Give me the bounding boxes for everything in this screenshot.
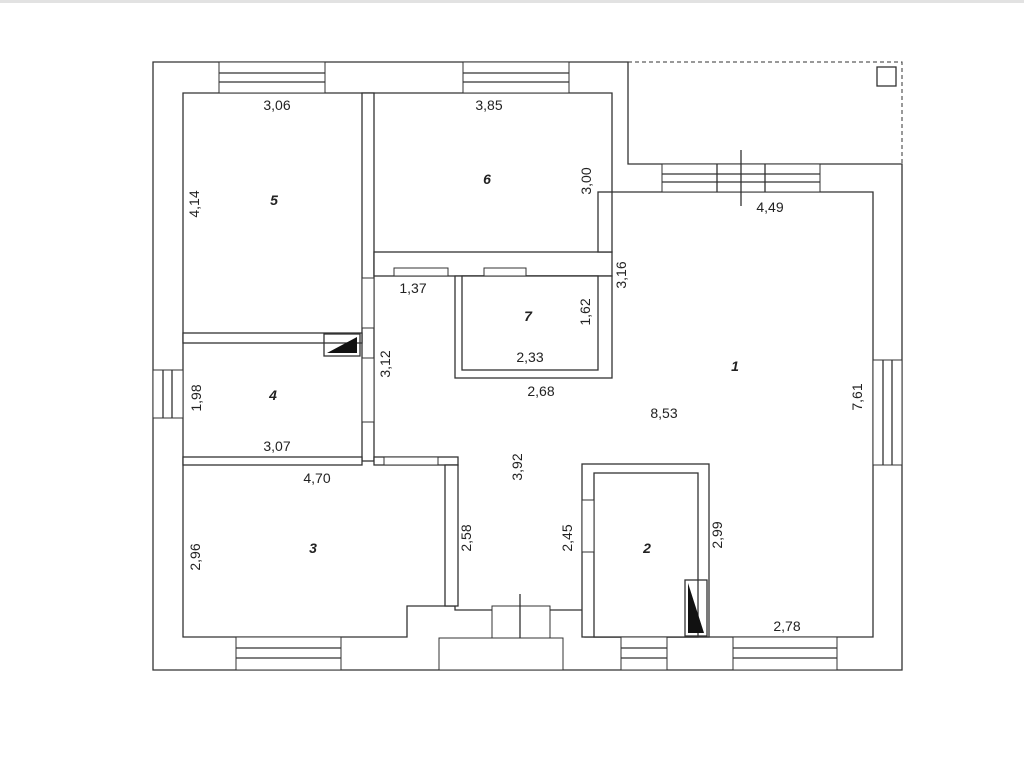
room-label-3: 3 [309, 540, 317, 556]
window-room1-top [661, 150, 821, 206]
window-room3 [235, 636, 342, 671]
room-labels: 1 2 3 4 5 6 7 [268, 171, 739, 556]
door-5 [361, 277, 375, 329]
terrace-post [876, 66, 897, 87]
dim-room1-width: 8,53 [650, 405, 677, 421]
dim-corridor-height: 3,12 [377, 350, 393, 377]
dim-room3-height: 2,96 [187, 543, 203, 570]
dim-room7-width: 2,33 [516, 349, 543, 365]
windows [152, 61, 903, 671]
vent-shaft-room4 [323, 333, 361, 357]
wall-6-1 [597, 191, 613, 253]
wall-4-3 [182, 456, 363, 466]
vent-shaft-room2 [684, 579, 708, 637]
dim-room1-top: 4,49 [756, 199, 783, 215]
terrace-outline [627, 61, 903, 165]
dim-room1-height: 7,61 [849, 383, 865, 410]
room-label-2: 2 [642, 540, 651, 556]
dim-room3-width: 4,70 [303, 470, 330, 486]
window-room1-bottom [732, 636, 838, 671]
entrance-step [438, 637, 564, 671]
dim-room3-right: 2,58 [458, 524, 474, 551]
door-3 [383, 456, 439, 466]
window-room4 [152, 369, 184, 419]
doors [361, 267, 595, 671]
dim-room1-right-top: 3,16 [613, 261, 629, 288]
dim-room6-width: 3,85 [475, 97, 502, 113]
dim-hall-height: 3,92 [509, 453, 525, 480]
wall-5-4 [182, 332, 363, 344]
room-label-7: 7 [524, 308, 533, 324]
door-4 [361, 357, 375, 423]
dim-room4-width: 3,07 [263, 438, 290, 454]
dim-room2-bottom: 2,78 [773, 618, 800, 634]
door-2 [581, 499, 595, 553]
dim-room6-height: 3,00 [578, 167, 594, 194]
top-border-line [0, 0, 1024, 3]
dim-room7-height: 1,62 [577, 298, 593, 325]
interior-walls [182, 92, 710, 638]
window-room5 [218, 61, 326, 94]
dim-room5-width: 3,06 [263, 97, 290, 113]
room-label-6: 6 [483, 171, 491, 187]
wall-3-hall [444, 464, 459, 607]
dim-room2-right: 2,99 [709, 521, 725, 548]
door-7-top [483, 267, 527, 277]
room-label-5: 5 [270, 192, 278, 208]
window-room6 [462, 61, 570, 94]
room-label-4: 4 [268, 387, 277, 403]
door-6 [393, 267, 449, 277]
dim-room7-outer: 2,68 [527, 383, 554, 399]
entrance-door [491, 605, 551, 639]
room-label-1: 1 [731, 358, 739, 374]
dim-room2-left: 2,45 [559, 524, 575, 551]
window-room1-right [872, 359, 903, 466]
dim-room7-top: 1,37 [399, 280, 426, 296]
dimension-labels: 3,06 3,85 4,14 3,00 4,49 3,16 1,37 1,62 … [186, 97, 865, 634]
dim-room4-height: 1,98 [188, 384, 204, 411]
window-room2 [620, 636, 668, 671]
dim-room5-height: 4,14 [186, 190, 202, 217]
room-7-inner [461, 275, 599, 371]
